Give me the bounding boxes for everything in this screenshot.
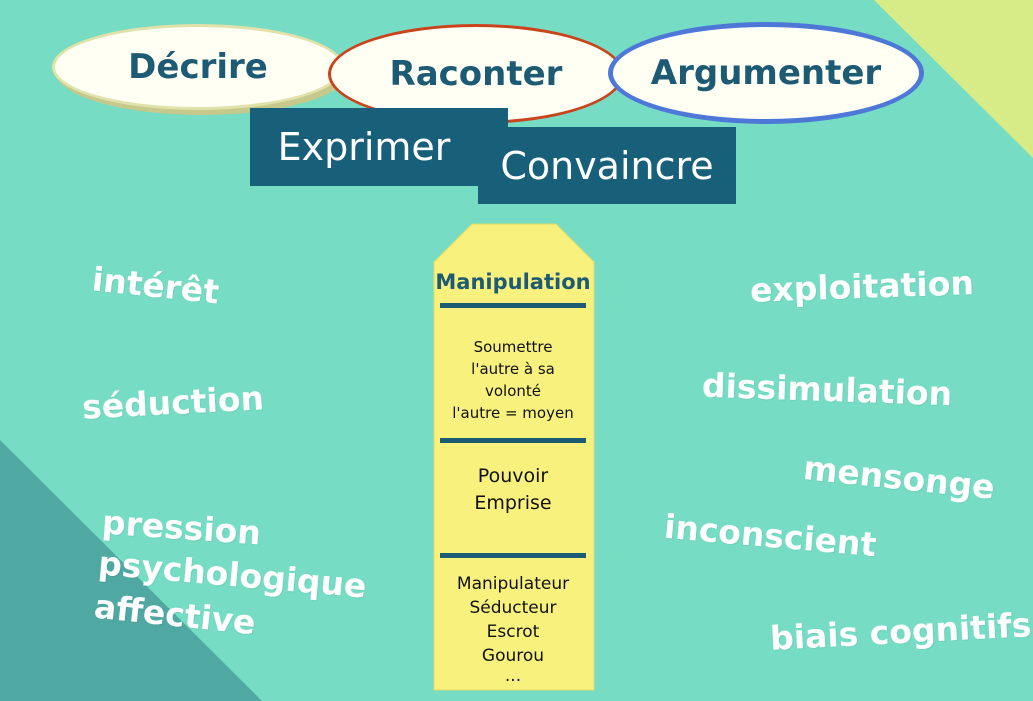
box-exprimer-label: Exprimer <box>277 125 451 169</box>
term-raconter-label: Raconter <box>389 54 563 94</box>
card-section-2: Pouvoir Emprise <box>432 463 594 517</box>
card-section-1-line: l'autre = moyen <box>452 404 574 422</box>
card-section-1-line: l'autre à sa <box>471 360 555 378</box>
term-argumenter: Argumenter <box>608 22 924 124</box>
card-section-3-line: Gourou <box>481 646 545 666</box>
card-section-3: Manipulateur Séducteur Escrot Gourou ... <box>432 572 594 686</box>
card-section-1-line: volonté <box>484 382 541 400</box>
box-convaincre-label: Convaincre <box>500 143 714 188</box>
card-section-1: Soumettre l'autre à sa volonté l'autre =… <box>432 336 594 424</box>
term-decrire-label: Décrire <box>128 47 268 87</box>
box-exprimer: Exprimer <box>250 108 508 186</box>
box-convaincre: Convaincre <box>478 127 736 204</box>
card-section-3-line: Séducteur <box>469 598 557 618</box>
card-section-3-line: ... <box>504 666 522 686</box>
term-raconter: Raconter <box>328 24 624 124</box>
term-argumenter-label: Argumenter <box>650 53 882 93</box>
card-section-1-line: Soumettre <box>473 338 553 356</box>
manipulation-card-shape <box>433 223 595 691</box>
card-section-3-line: Escrot <box>486 622 540 642</box>
card-rule-3 <box>440 553 586 558</box>
card-rule-2 <box>440 438 586 443</box>
card-rule-1 <box>440 303 586 308</box>
card-title: Manipulation <box>435 270 591 294</box>
term-decrire: Décrire <box>52 24 344 110</box>
card-section-2-line: Pouvoir <box>477 465 549 487</box>
card-section-3-line: Manipulateur <box>456 574 570 594</box>
bottom-left-triangle <box>0 440 262 701</box>
top-right-triangle <box>874 0 1033 158</box>
word-exploitation: exploitation <box>749 263 975 310</box>
card-section-2-line: Emprise <box>474 492 552 514</box>
